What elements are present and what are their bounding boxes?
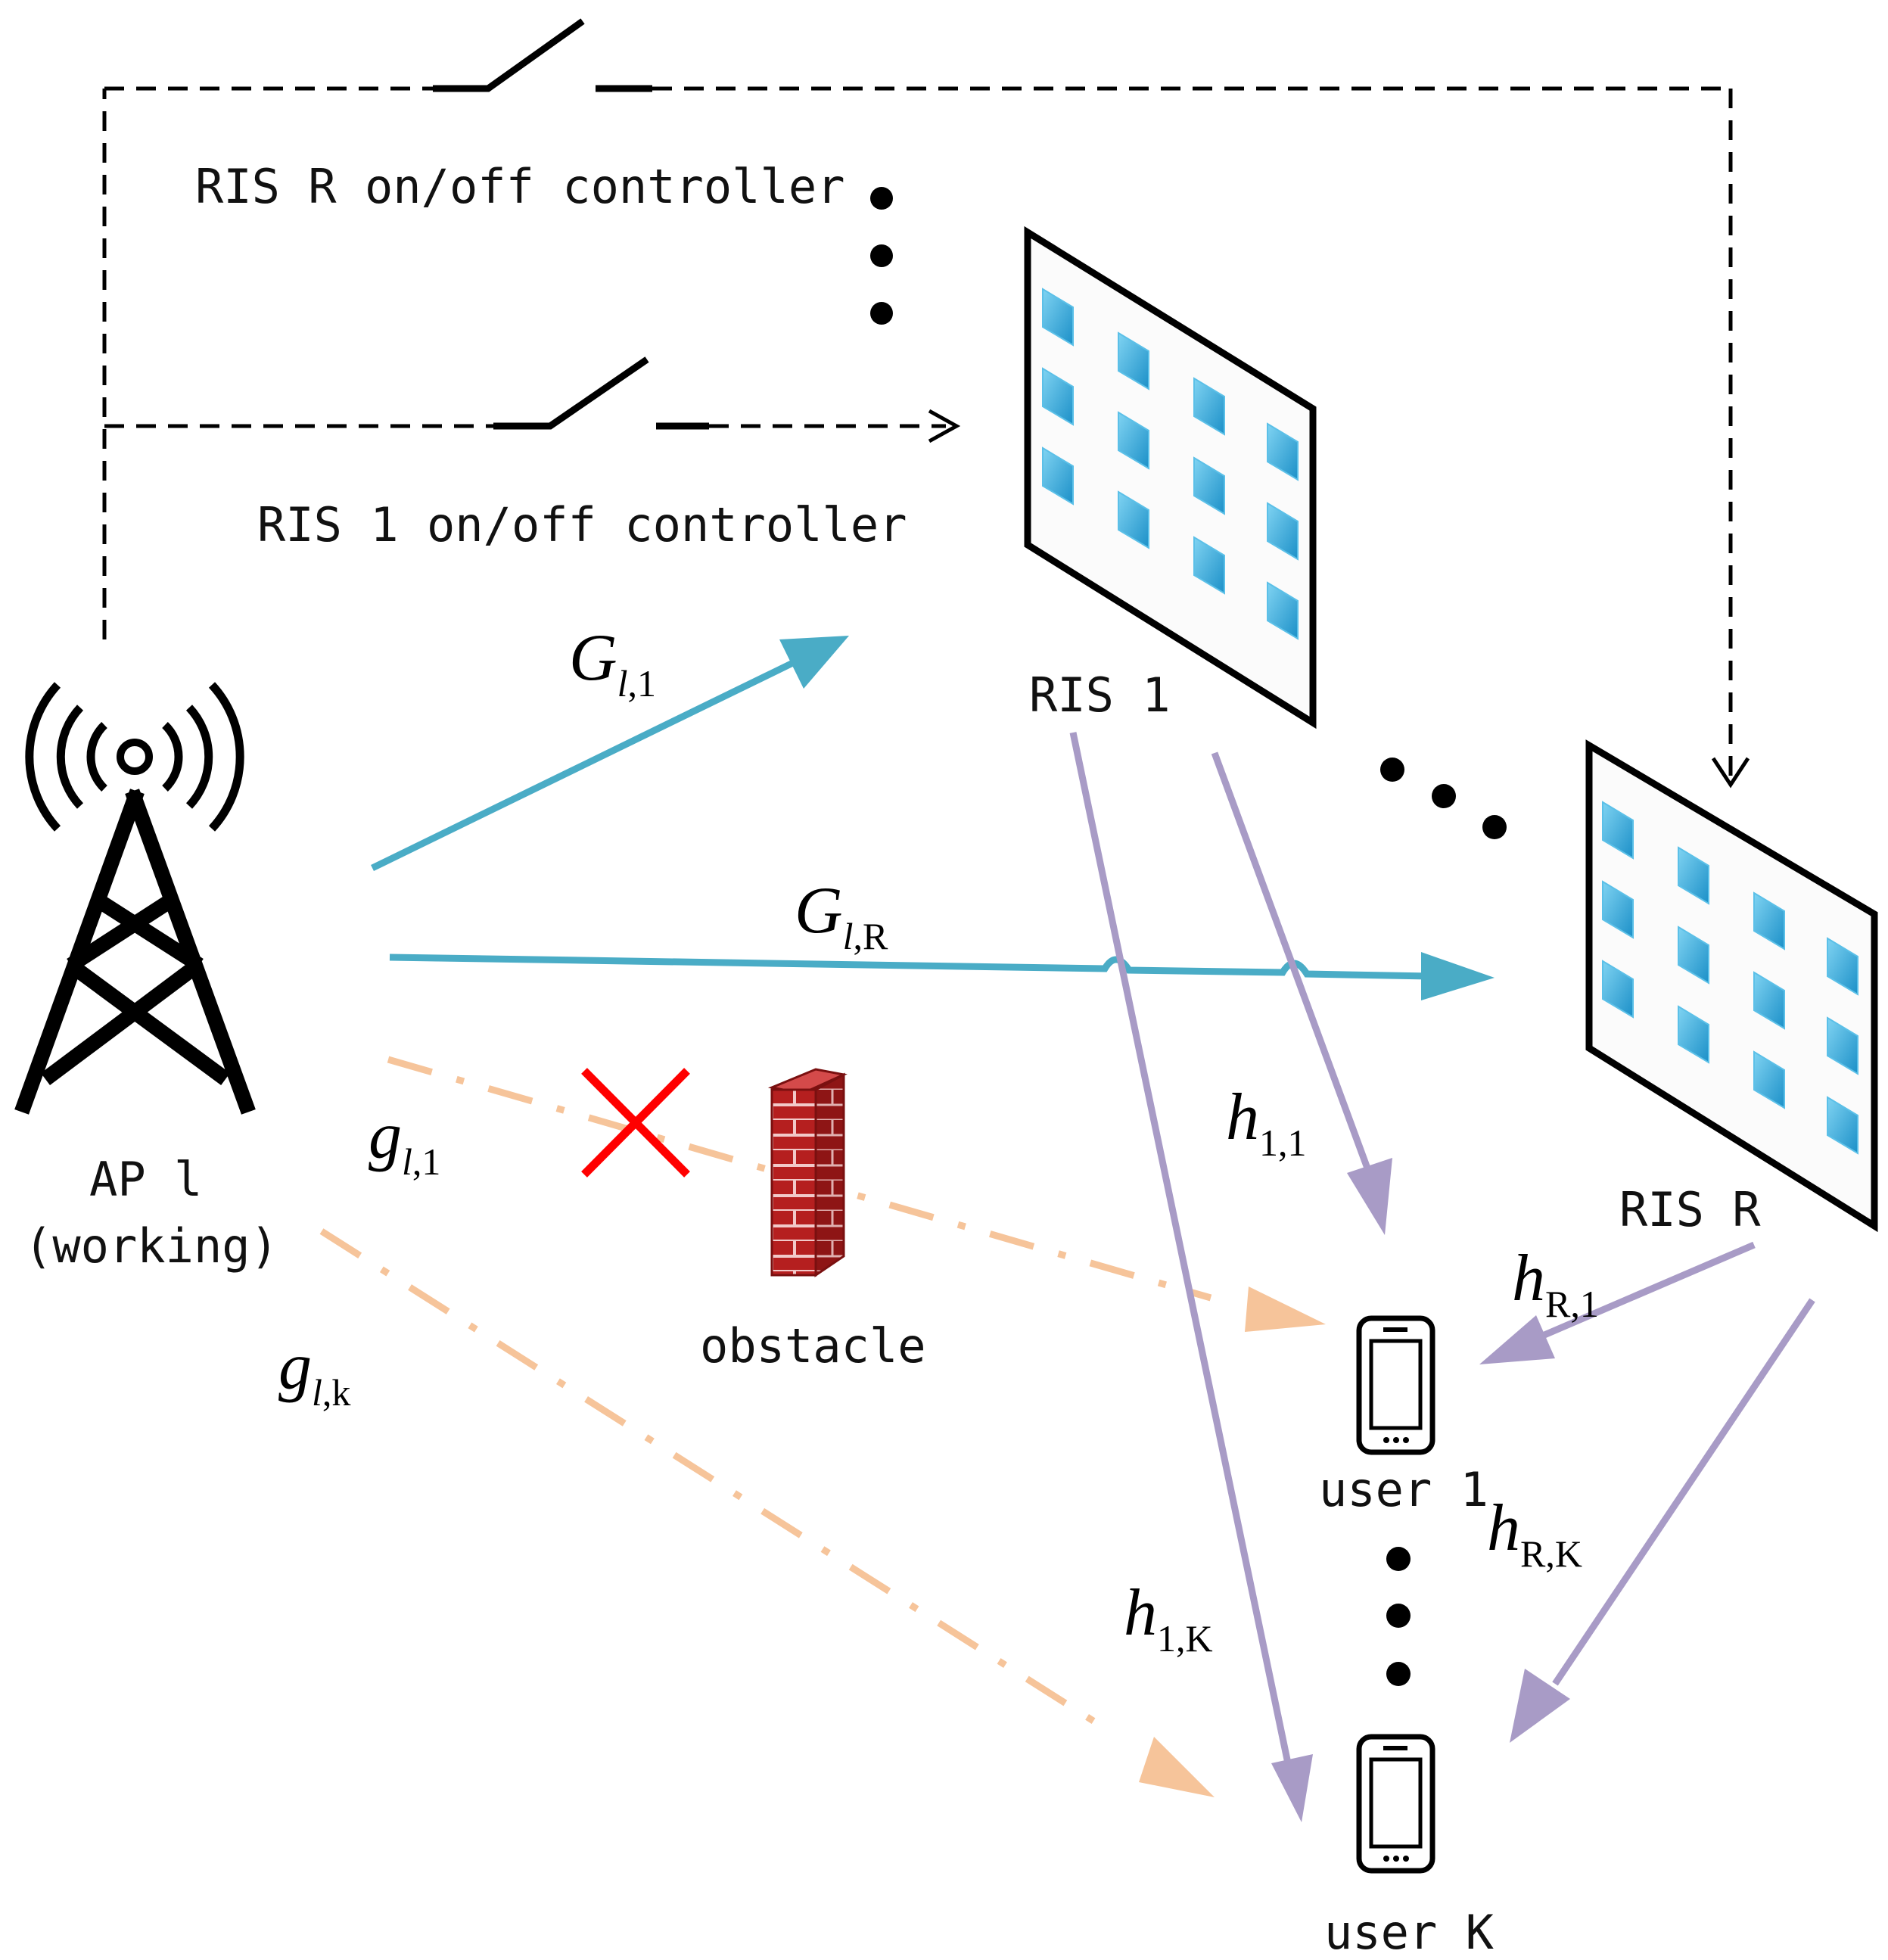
link-ap-ris-1 bbox=[371, 636, 849, 872]
control-lines bbox=[102, 86, 1733, 776]
ap-tower-icon bbox=[14, 682, 256, 1115]
channel-label-g-lk: gl,k bbox=[278, 1330, 350, 1414]
ap-status-label: (working) bbox=[24, 1218, 278, 1274]
channel-label-h-1K: h1,K bbox=[1124, 1576, 1213, 1660]
controller-ellipsis bbox=[870, 187, 893, 325]
ris-1-label: RIS 1 bbox=[1029, 667, 1171, 723]
channel-label-G-lR: Gl,R bbox=[795, 874, 888, 957]
ris-1-panel bbox=[1024, 226, 1317, 730]
user-k-label: user K bbox=[1324, 1905, 1495, 1960]
obstacle-wall-icon bbox=[767, 1068, 848, 1277]
channel-label-h-RK: hR,K bbox=[1487, 1492, 1582, 1575]
arrowhead-to-ris-1 bbox=[928, 409, 961, 443]
channel-label-g-l1: gl,1 bbox=[369, 1100, 440, 1183]
switch-ris-1 bbox=[493, 356, 709, 430]
ris-r-panel bbox=[1585, 739, 1878, 1233]
blocked-link-mark bbox=[581, 1068, 690, 1178]
user-ellipsis bbox=[1386, 1547, 1411, 1686]
ris-r-elements bbox=[1602, 801, 1858, 1155]
channel-label-h-R1: hR,1 bbox=[1512, 1242, 1599, 1325]
ris-1-elements bbox=[1042, 288, 1299, 640]
switch-ris-r bbox=[433, 18, 652, 92]
ris-ellipsis bbox=[1380, 758, 1507, 839]
link-ris-1-user-k bbox=[1069, 732, 1313, 1822]
channel-label-G-l1: Gl,1 bbox=[569, 621, 656, 705]
ris-r-label: RIS R bbox=[1619, 1182, 1761, 1237]
user-k-phone-icon bbox=[1356, 1734, 1435, 1874]
link-ris-r-user-1 bbox=[1479, 1241, 1756, 1364]
arrowhead-to-ris-r bbox=[1711, 757, 1750, 789]
user-1-label: user 1 bbox=[1319, 1462, 1488, 1517]
link-ap-user-k-direct bbox=[319, 1228, 1215, 1797]
link-ap-ris-r bbox=[389, 952, 1495, 1000]
link-ris-1-user-1 bbox=[1211, 751, 1392, 1235]
link-ris-r-user-k bbox=[1510, 1298, 1815, 1743]
user-1-phone-icon bbox=[1356, 1315, 1435, 1455]
link-ap-user-1-direct bbox=[387, 1056, 1326, 1332]
channel-label-h-11: h1,1 bbox=[1226, 1081, 1307, 1164]
ris-1-controller-label: RIS 1 on/off controller bbox=[257, 497, 907, 552]
obstacle-label: obstacle bbox=[700, 1318, 926, 1374]
ris-r-controller-label: RIS R on/off controller bbox=[195, 159, 845, 214]
ap-label: AP l bbox=[89, 1152, 202, 1207]
